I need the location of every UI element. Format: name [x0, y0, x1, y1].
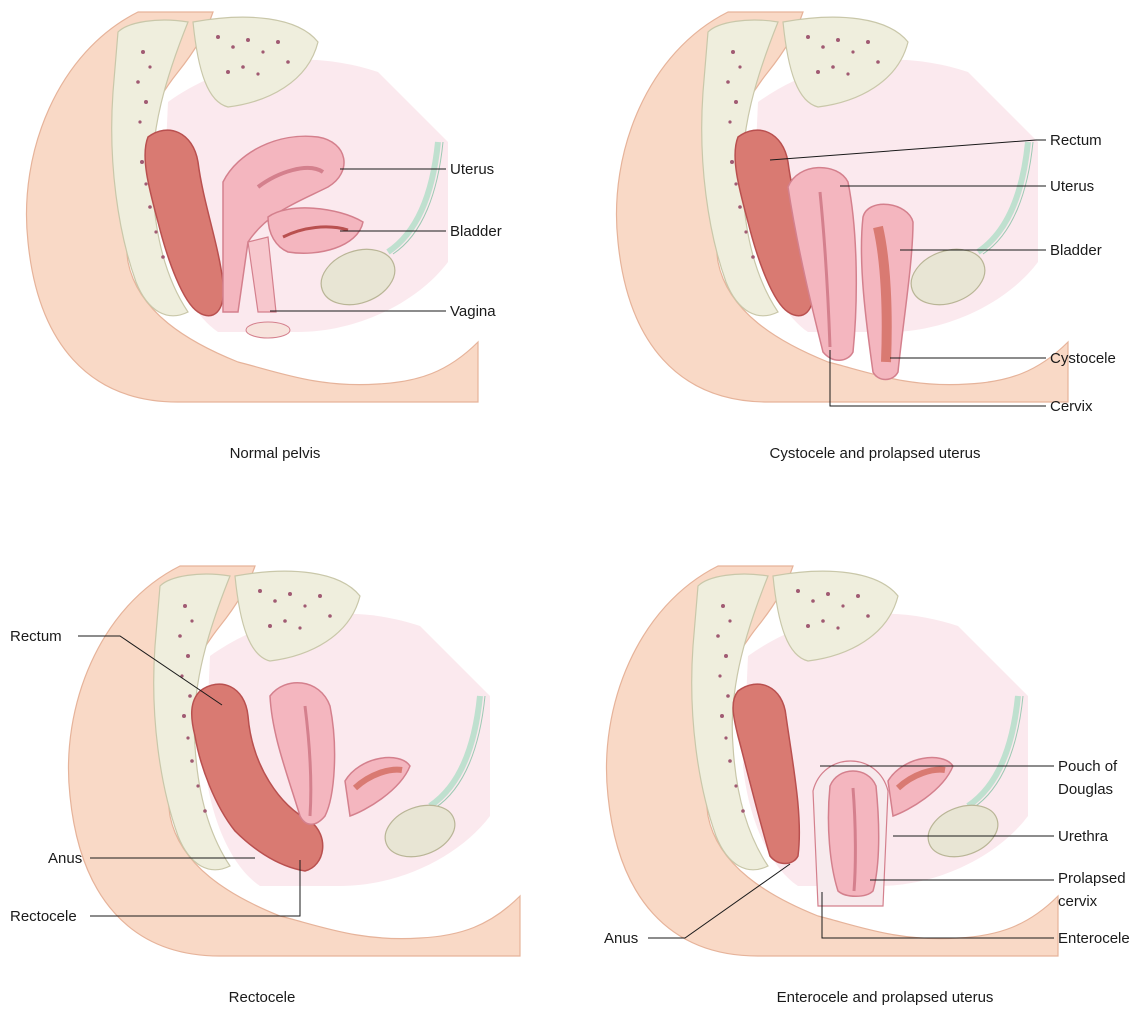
panel-enterocele: Pouch of Douglas Urethra Prolapsed cervi…	[604, 566, 1130, 1006]
rectocele-illustration	[68, 566, 520, 956]
label-rectum-2: Rectum	[1050, 132, 1102, 149]
caption-enterocele: Enterocele and prolapsed uterus	[777, 989, 994, 1006]
label-cervix: Cervix	[1050, 398, 1093, 415]
label-vagina: Vagina	[450, 303, 496, 320]
label-rectum-3: Rectum	[10, 628, 62, 645]
label-douglas: Douglas	[1058, 781, 1113, 798]
panel-cystocele: Rectum Uterus Bladder Cystocele Cervix C…	[616, 12, 1115, 462]
normal-pelvis-illustration	[26, 12, 478, 402]
label-anus-3: Anus	[48, 850, 82, 867]
label-uterus-2: Uterus	[1050, 178, 1094, 195]
label-enterocele: Enterocele	[1058, 930, 1130, 947]
label-cystocele: Cystocele	[1050, 350, 1116, 367]
caption-normal-pelvis: Normal pelvis	[230, 445, 321, 462]
label-bladder-2: Bladder	[1050, 242, 1102, 259]
caption-rectocele: Rectocele	[229, 989, 296, 1006]
label-bladder: Bladder	[450, 223, 502, 240]
caption-cystocele: Cystocele and prolapsed uterus	[770, 445, 981, 462]
label-urethra: Urethra	[1058, 828, 1109, 845]
panel-rectocele: Rectum Anus Rectocele Rectocele	[10, 566, 520, 1006]
label-cervix-4: cervix	[1058, 893, 1098, 910]
panel-normal-pelvis: Uterus Bladder Vagina Normal pelvis	[26, 12, 501, 462]
label-rectocele: Rectocele	[10, 908, 77, 925]
cystocele-illustration	[616, 12, 1068, 402]
label-prolapsed: Prolapsed	[1058, 870, 1126, 887]
label-anus-4: Anus	[604, 930, 638, 947]
label-pouch-of: Pouch of	[1058, 758, 1118, 775]
enterocele-illustration	[606, 566, 1058, 956]
label-uterus: Uterus	[450, 161, 494, 178]
